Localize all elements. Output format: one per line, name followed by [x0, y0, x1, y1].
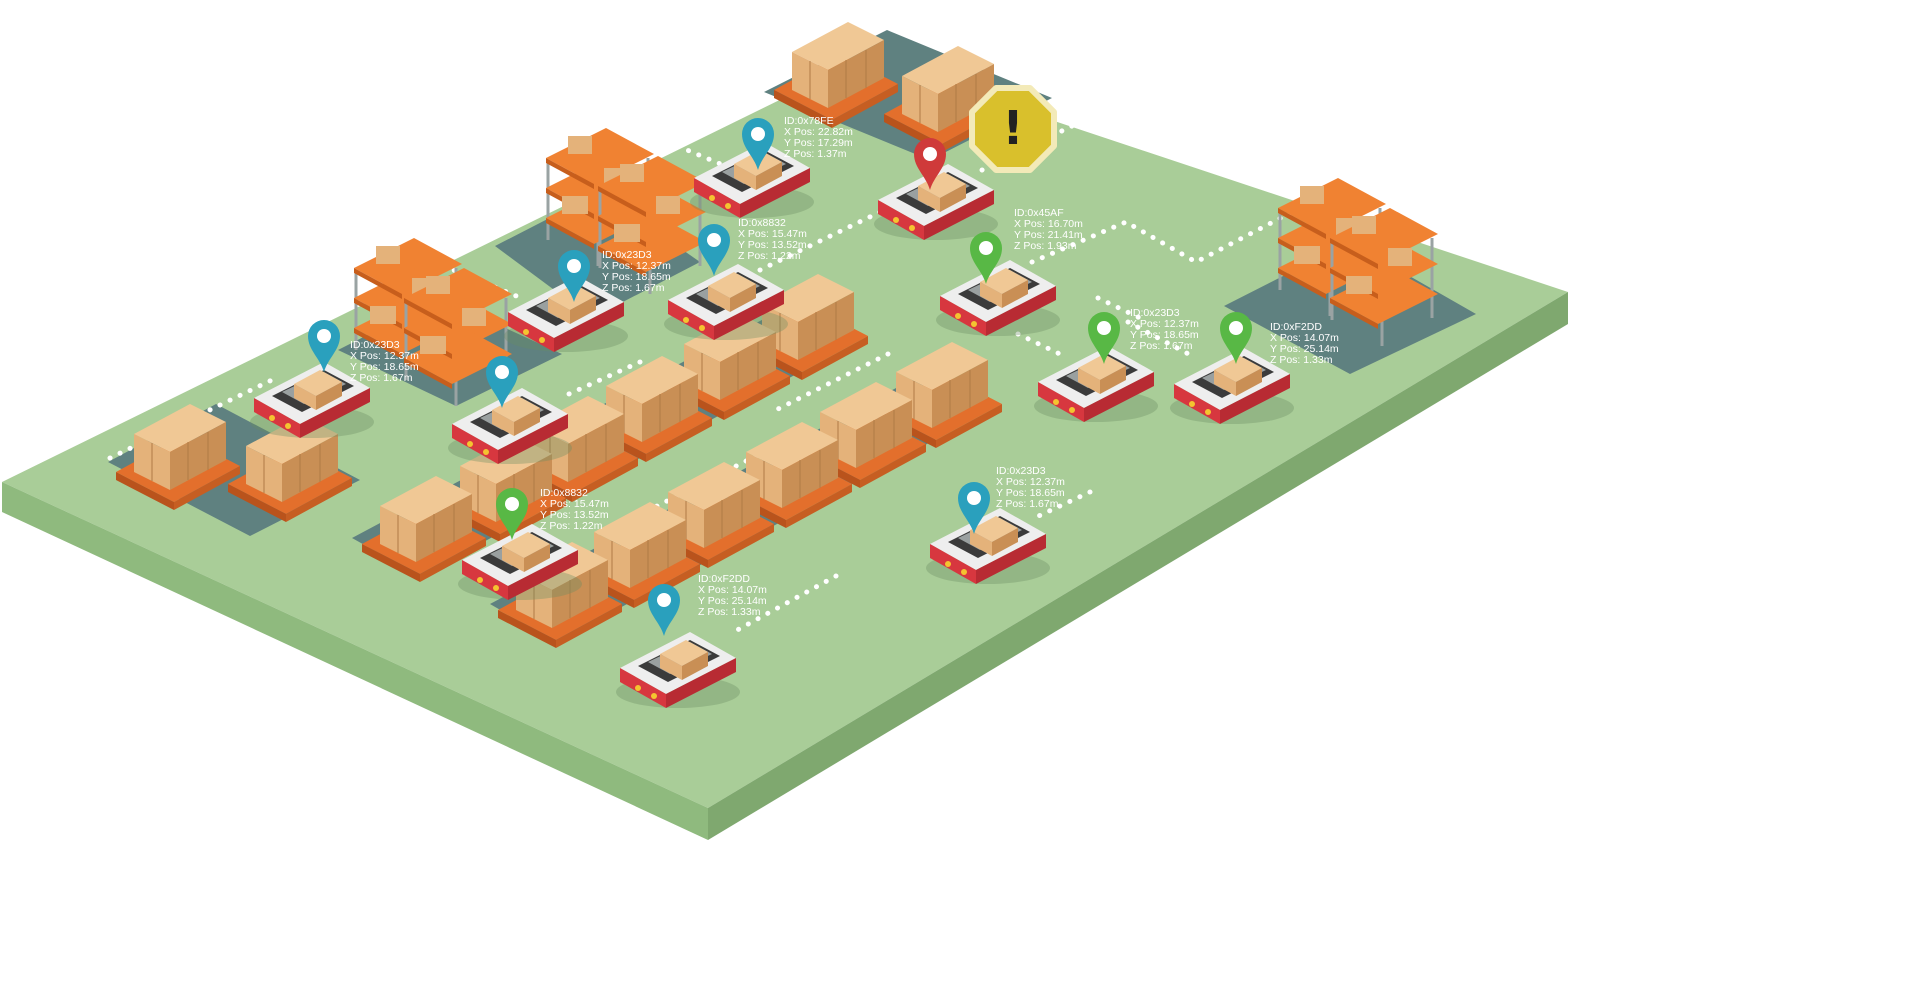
robot-position-label: Y Pos: 18.65m [996, 487, 1065, 499]
robot-id-label: ID:0x8832 [540, 487, 588, 499]
robot-position-label: Z Pos: 1.22m [540, 520, 603, 532]
robot-position-label: Y Pos: 25.14m [698, 595, 767, 607]
robot-position-label: X Pos: 14.07m [698, 584, 767, 596]
robot-position-label: Y Pos: 18.65m [350, 361, 419, 373]
robot-id-label: ID:0x23D3 [350, 339, 400, 351]
robot-position-label: Z Pos: 1.67m [1130, 340, 1193, 352]
robot-id-label: ID:0x45AF [1014, 207, 1064, 219]
robot-position-label: Y Pos: 17.29m [784, 137, 853, 149]
robot-position-label: X Pos: 16.70m [1014, 218, 1083, 230]
alert-marker[interactable]: ! [969, 85, 1057, 173]
robot-position-label: X Pos: 14.07m [1270, 332, 1339, 344]
robot-position-label: Z Pos: 1.67m [602, 282, 665, 294]
robot-position-label: Z Pos: 1.37m [784, 148, 847, 160]
alert-symbol: ! [1003, 101, 1024, 155]
robot-id-label: ID:0x23D3 [996, 465, 1046, 477]
robot-position-label: Y Pos: 18.65m [602, 271, 671, 283]
robot-position-label: X Pos: 12.37m [1130, 318, 1199, 330]
robot-position-label: Y Pos: 18.65m [1130, 329, 1199, 341]
robot-position-label: Z Pos: 1.93m [1014, 240, 1077, 252]
robot-position-label: Y Pos: 21.41m [1014, 229, 1083, 241]
robot-position-label: X Pos: 12.37m [602, 260, 671, 272]
robot-position-label: Z Pos: 1.33m [1270, 354, 1333, 366]
robot-paths [107, 121, 1299, 637]
robot-position-label: Y Pos: 25.14m [1270, 343, 1339, 355]
robot-position-label: X Pos: 12.37m [996, 476, 1065, 488]
robot-id-label: ID:0xF2DD [1270, 321, 1322, 333]
robot-position-label: Z Pos: 1.67m [350, 372, 413, 384]
robot-position-label: X Pos: 22.82m [784, 126, 853, 138]
robot-id-label: ID:0x8832 [738, 217, 786, 229]
robot-id-label: ID:0x23D3 [602, 249, 652, 261]
robot-position-label: X Pos: 15.47m [738, 228, 807, 240]
robot-position-label: X Pos: 12.37m [350, 350, 419, 362]
robot-position-label: Z Pos: 1.22m [738, 250, 801, 262]
robot-id-label: ID:0x78FE [784, 115, 834, 127]
robot-id-label: ID:0x23D3 [1130, 307, 1180, 319]
robot-position-label: Z Pos: 1.33m [698, 606, 761, 618]
robot-position-label: Y Pos: 13.52m [738, 239, 807, 251]
robot-position-label: X Pos: 15.47m [540, 498, 609, 510]
exclamation-octagon-icon [969, 85, 1057, 173]
robot-position-label: Y Pos: 13.52m [540, 509, 609, 521]
robot-position-label: Z Pos: 1.67m [996, 498, 1059, 510]
robot-id-label: ID:0xF2DD [698, 573, 750, 585]
